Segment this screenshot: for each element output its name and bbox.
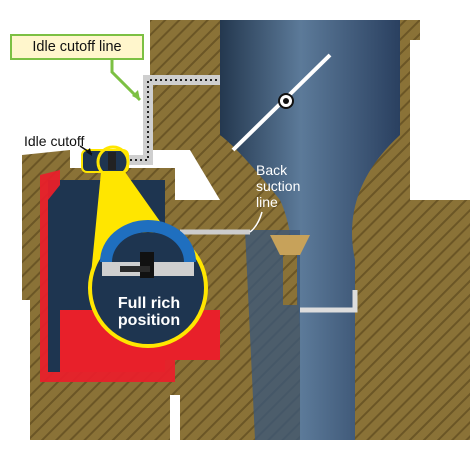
idle-cutoff-label: Idle cutoff [24,133,85,149]
back-suction-line-label-3: line [256,194,278,210]
venturi-throat [220,20,400,440]
full-rich-line-1: Full rich [117,295,181,312]
vent-tube [300,290,358,313]
discharge-nozzle [270,235,310,255]
callout-arrow [110,60,142,102]
full-rich-position-label: Full rich position [92,295,206,330]
idle-cutoff-line-label: Idle cutoff line [10,34,144,60]
full-rich-line-2: position [117,311,181,329]
fuel-level [40,170,175,382]
back-suction-line-label-2: suction [256,178,301,194]
back-suction-line-label-1: Back [256,162,288,178]
nozzle-stem [283,255,297,305]
back-suction-pointer [249,211,263,233]
idle-cutoff-pipe-dots [125,79,220,161]
magnified-valve-arc [100,220,196,262]
